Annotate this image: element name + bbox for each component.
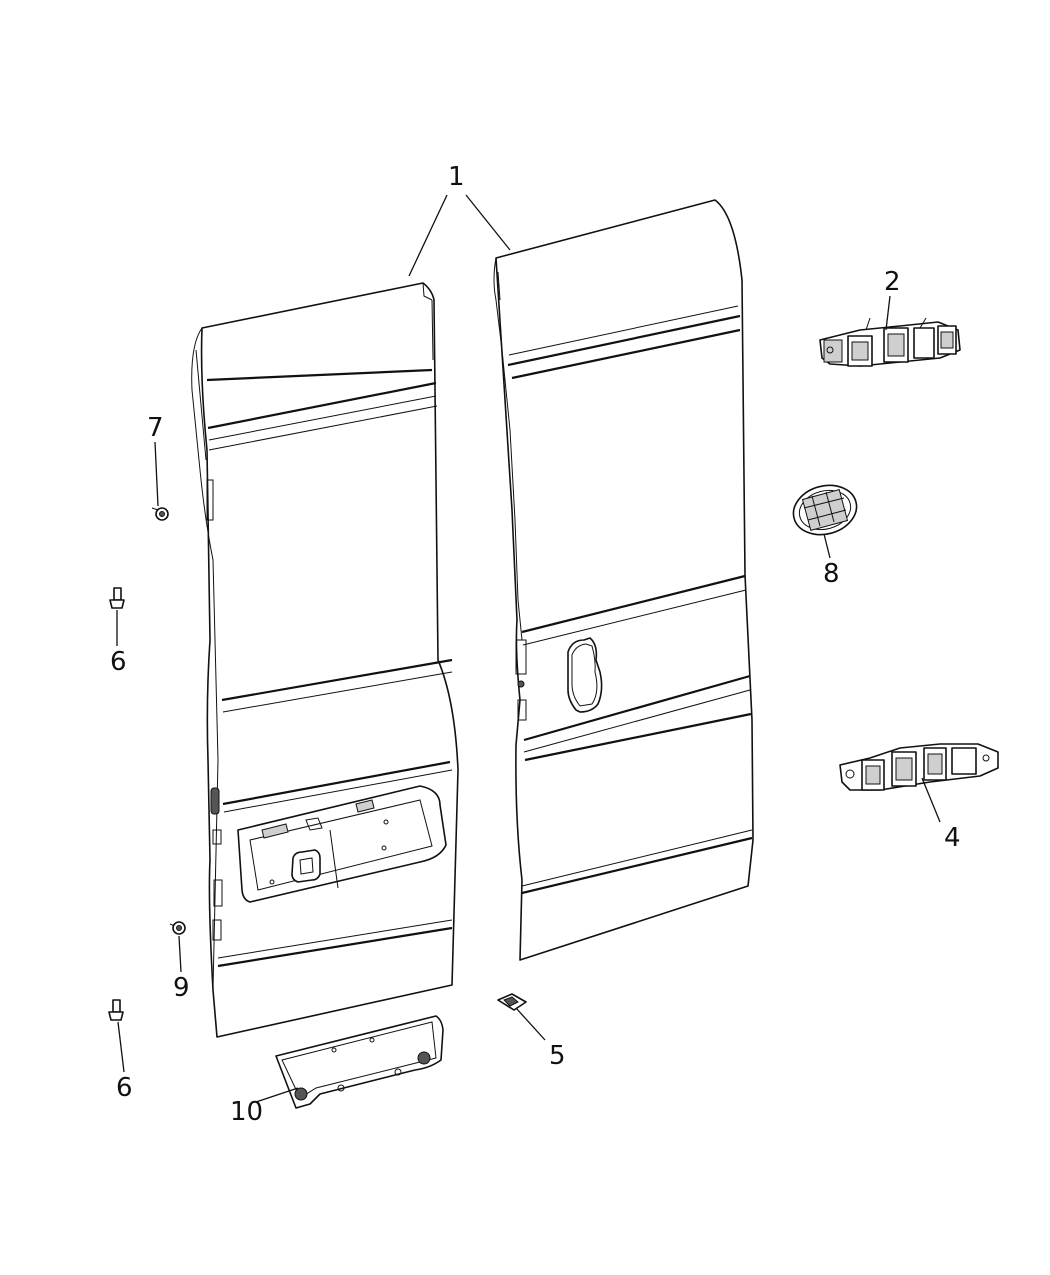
lower-bolt	[108, 999, 124, 1021]
upper-bolt	[109, 587, 125, 609]
callout-6-lower: 6	[116, 1073, 133, 1103]
callout-8: 8	[823, 559, 840, 589]
callout-7: 7	[147, 413, 164, 443]
callout-5: 5	[549, 1041, 566, 1071]
lower-hinge	[839, 743, 999, 791]
door-bumper	[497, 993, 527, 1011]
callout-6-upper: 6	[110, 647, 127, 677]
leader-lines	[116, 194, 941, 1103]
left-door-panel	[191, 282, 459, 1038]
callout-2: 2	[884, 267, 901, 297]
callout-1: 1	[448, 162, 465, 192]
license-plate-bracket	[275, 1015, 444, 1109]
callout-4: 4	[944, 823, 961, 853]
callout-10: 10	[230, 1097, 263, 1127]
right-door-panel	[493, 199, 754, 961]
hinge-screw	[151, 507, 169, 521]
callout-9: 9	[173, 973, 190, 1003]
lower-screw	[169, 921, 186, 935]
plug	[792, 484, 858, 536]
upper-hinge	[819, 317, 961, 367]
